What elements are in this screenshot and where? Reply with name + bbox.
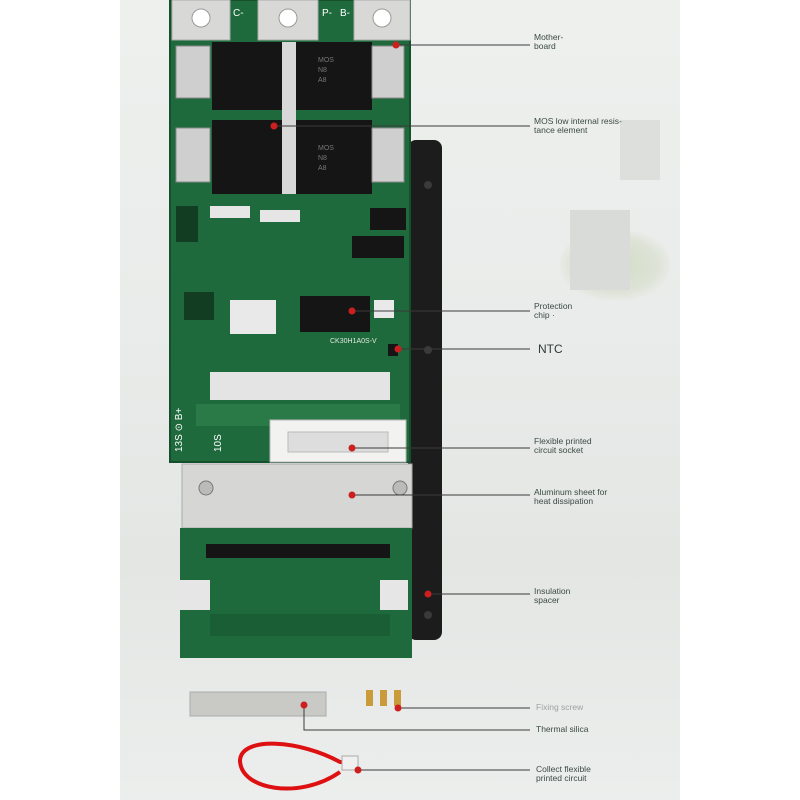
aluminum-sheet	[181, 463, 413, 529]
mos-marking: N8	[318, 155, 327, 162]
fixing-screw	[366, 690, 373, 706]
board-side-label: 13S ⊙ B+	[174, 408, 185, 452]
mos-marking: A8	[318, 77, 327, 84]
label-ntc: NTC	[538, 342, 563, 356]
label-circuit-socket: Flexible printed circuit socket	[534, 436, 592, 455]
mos-marking: A8	[318, 165, 327, 172]
label-flexible-circuit: Collect flexible printed circuit	[536, 764, 591, 783]
fixing-screw	[394, 690, 401, 706]
label-motherboard: Mother- board	[534, 32, 564, 51]
terminal-label-b: B-	[340, 8, 350, 19]
background-picture-frame-small	[620, 120, 660, 180]
silkscreen-code: CK30H1A0S-V	[330, 338, 377, 345]
callout-dots	[270, 41, 432, 774]
label-aluminum-sheet: Aluminum sheet for heat dissipation	[534, 487, 608, 506]
insulation-spacer	[408, 140, 442, 640]
ntc-sensor	[388, 344, 398, 356]
label-protection-chip: Protection chip ·	[534, 301, 573, 320]
board-series-label: 10S	[213, 434, 224, 452]
mos-marking: MOS	[318, 57, 334, 64]
protection-chip	[300, 296, 370, 332]
terminal-label-p: P-	[322, 8, 332, 19]
spacer-hole	[424, 611, 432, 619]
background-picture-frame	[570, 210, 630, 290]
mos-marking: MOS	[318, 145, 334, 152]
label-mos-element: MOS low internal resis- tance element	[534, 116, 622, 135]
mos-marking: N8	[318, 67, 327, 74]
mosfet-heatsink-strip	[282, 42, 296, 194]
flexible-cable	[237, 741, 356, 791]
fixing-screw	[380, 690, 387, 706]
label-insulation-spacer: Insulation spacer	[534, 586, 571, 605]
spacer-hole	[424, 181, 432, 189]
label-thermal-silica: Thermal silica	[536, 724, 589, 734]
callout-lines	[274, 44, 530, 771]
terminal-label-c: C-	[233, 8, 244, 19]
spacer-hole	[424, 346, 432, 354]
label-fixing-screw: Fixing screw	[536, 702, 584, 712]
